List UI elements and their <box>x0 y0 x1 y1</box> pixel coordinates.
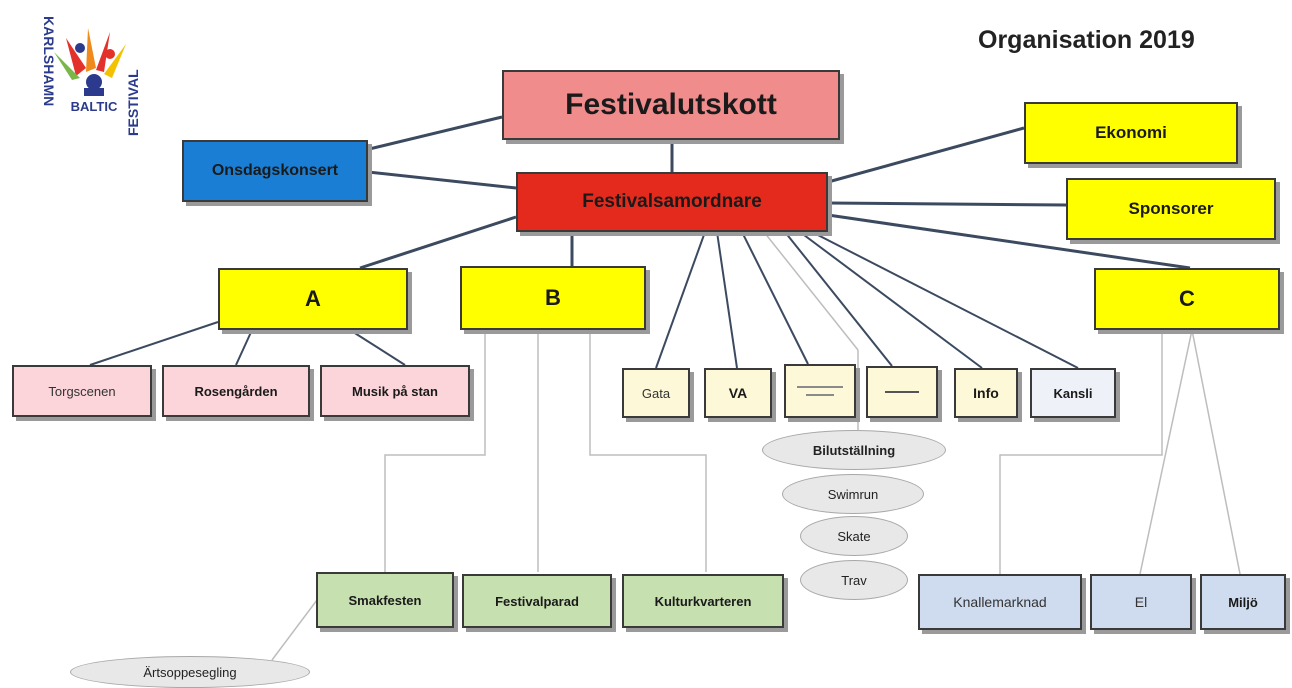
page-title: Organisation 2019 <box>978 26 1195 54</box>
festivalparad-box: Festivalparad <box>462 574 612 628</box>
miljo-box: Miljö <box>1200 574 1286 630</box>
line-a-torgscenen <box>89 321 219 366</box>
smakfesten-box: Smakfesten <box>316 572 454 628</box>
line-a-musik <box>349 329 406 366</box>
el-box: El <box>1090 574 1192 630</box>
onsdagskonsert-box: Onsdagskonsert <box>182 140 368 202</box>
line-samordnare-c <box>827 213 1191 270</box>
line-samordnare-small <box>784 231 893 367</box>
line-c-miljo <box>1191 329 1241 575</box>
line-b-kulturkvarteren <box>589 330 707 572</box>
small-text-box-line <box>885 391 919 393</box>
group-a-box: A <box>218 268 408 330</box>
sponsorer-box: Sponsorer <box>1066 178 1276 240</box>
marknad-box-text-2 <box>806 394 834 396</box>
kulturkvarteren-box: Kulturkvarteren <box>622 574 784 628</box>
small-text-box <box>866 366 938 418</box>
logo-baltic-text: BALTIC <box>71 99 118 114</box>
line-b-smakfesten <box>384 330 486 572</box>
artoppesegling-ellipse: Ärtsoppesegling <box>70 656 310 688</box>
line-utskott-onsdag <box>364 115 503 152</box>
line-samordnare-kansli <box>811 231 1079 369</box>
rosengarden-box: Rosengården <box>162 365 310 417</box>
line-samordnare-a <box>359 215 517 270</box>
ekonomi-box: Ekonomi <box>1024 102 1238 164</box>
swimrun-ellipse: Swimrun <box>782 474 924 514</box>
info-box: Info <box>954 368 1018 418</box>
festivalutskott-box: Festivalutskott <box>502 70 840 140</box>
skate-ellipse: Skate <box>800 516 908 556</box>
festivalsamordnare-box: Festivalsamordnare <box>516 172 828 232</box>
logo-festival-text: FESTIVAL <box>125 69 141 136</box>
line-samordnare-ekonomi <box>827 126 1025 184</box>
va-box: VA <box>704 368 772 418</box>
torgscenen-box: Torgscenen <box>12 365 152 417</box>
baltic-festival-logo: KARLSHAMN FESTIVAL BALTIC <box>41 16 141 136</box>
line-c-knallemarknad <box>999 330 1163 574</box>
marknad-box <box>784 364 856 418</box>
line-samordnare-gata <box>655 231 706 369</box>
line-samordnare-marknad <box>741 231 809 365</box>
logo-karlshamn-text: KARLSHAMN <box>41 16 57 106</box>
marknad-box-text-1 <box>797 386 843 388</box>
line-smakfesten-artsoppa <box>271 595 321 661</box>
line-samordnare-info <box>799 231 983 369</box>
knallemarknad-box: Knallemarknad <box>918 574 1082 630</box>
group-b-box: B <box>460 266 646 330</box>
gata-box: Gata <box>622 368 690 418</box>
bilutstallning-ellipse: Bilutställning <box>762 430 946 470</box>
line-samordnare-va <box>716 231 738 369</box>
trav-ellipse: Trav <box>800 560 908 600</box>
kansli-box: Kansli <box>1030 368 1116 418</box>
musik-pa-stan-box: Musik på stan <box>320 365 470 417</box>
line-onsdag-samordnare <box>367 170 517 190</box>
line-samordnare-sponsorer <box>827 201 1067 207</box>
line-a-rosengarden <box>235 329 253 366</box>
line-c-el <box>1139 329 1193 575</box>
group-c-box: C <box>1094 268 1280 330</box>
